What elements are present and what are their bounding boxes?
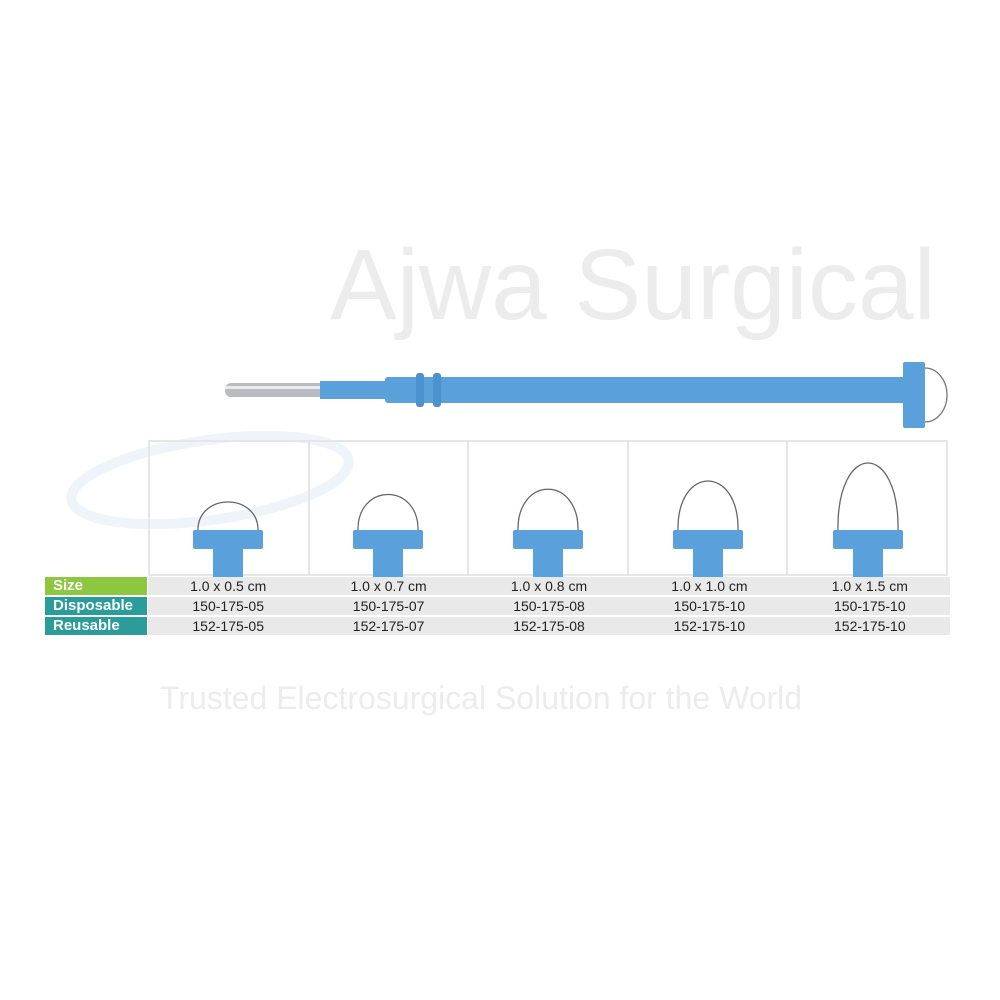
loop-tip-5 bbox=[833, 462, 903, 577]
watermark-tagline: Trusted Electrosurgical Solution for the… bbox=[160, 680, 803, 716]
reusable-code: 152-175-10 bbox=[673, 618, 746, 634]
loop-tip-4 bbox=[673, 480, 743, 577]
loop-tip-3 bbox=[513, 488, 583, 577]
size-value: 1.0 x 0.5 cm bbox=[190, 578, 267, 594]
loop-tip-2 bbox=[353, 494, 423, 577]
reusable-label: Reusable bbox=[45, 617, 147, 635]
disposable-code: 150-175-07 bbox=[352, 598, 425, 614]
size-value: 1.0 x 0.7 cm bbox=[350, 578, 427, 594]
size-row: Size 1.0 x 0.5 cm 1.0 x 0.7 cm 1.0 x 0.8… bbox=[45, 577, 950, 595]
disposable-label: Disposable bbox=[45, 597, 147, 615]
reusable-code: 152-175-08 bbox=[513, 618, 585, 634]
reusable-code: 152-175-10 bbox=[834, 618, 906, 634]
disposable-row: Disposable 150-175-05 150-175-07 150-175… bbox=[45, 597, 950, 615]
grid-cell bbox=[310, 442, 470, 574]
reusable-code: 152-175-07 bbox=[352, 618, 425, 634]
grid-cell bbox=[629, 442, 789, 574]
reusable-row: Reusable 152-175-05 152-175-07 152-175-0… bbox=[45, 617, 950, 635]
disposable-code: 150-175-10 bbox=[834, 598, 906, 614]
loop-electrode-probe bbox=[225, 362, 948, 428]
size-value: 1.0 x 1.0 cm bbox=[671, 578, 748, 594]
size-label: Size bbox=[45, 577, 147, 595]
reusable-code: 152-175-05 bbox=[192, 618, 265, 634]
loop-tip-1 bbox=[193, 501, 263, 577]
size-value: 1.0 x 0.8 cm bbox=[510, 578, 588, 594]
disposable-code: 150-175-05 bbox=[192, 598, 265, 614]
watermark-brand: Ajwa Surgical bbox=[330, 229, 936, 341]
disposable-code: 150-175-10 bbox=[673, 598, 746, 614]
disposable-code: 150-175-08 bbox=[513, 598, 585, 614]
size-value: 1.0 x 1.5 cm bbox=[831, 578, 908, 594]
grid-cell bbox=[150, 442, 310, 574]
grid-cell bbox=[469, 442, 629, 574]
